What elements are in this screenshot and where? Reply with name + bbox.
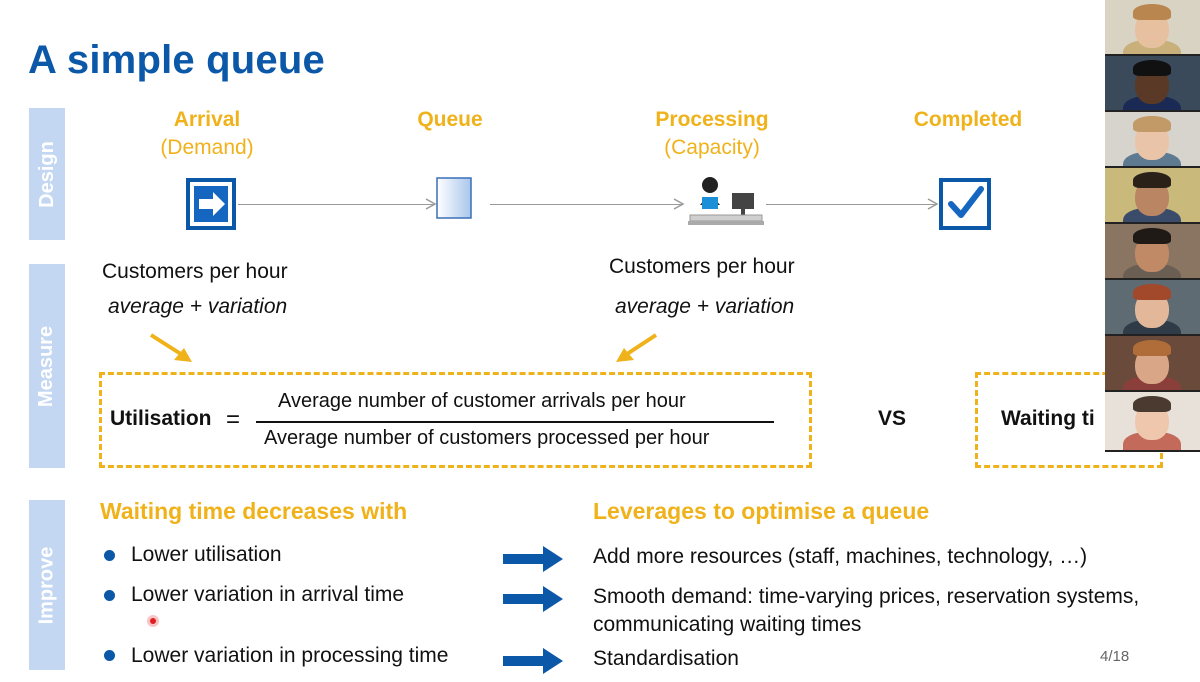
checkmark-icon (939, 178, 991, 230)
fraction-line (256, 421, 774, 423)
arrowhead-icon (425, 198, 437, 210)
stage-completed-label: Completed (913, 108, 1023, 131)
bullet-item: Lower variation in arrival time (131, 583, 405, 606)
arrow-right-icon (186, 178, 236, 230)
down-right-arrow-icon (149, 333, 192, 362)
right-arrow-icon (503, 648, 563, 674)
stage-queue-label: Queue (417, 108, 483, 131)
queue-box-icon (436, 177, 472, 219)
arrival-variation-label: average + variation (108, 295, 288, 318)
vs-label: VS (878, 407, 907, 430)
equals-sign: = (226, 406, 241, 433)
lever-item: Standardisation (593, 647, 739, 670)
stage-processing-label: Processing (655, 108, 769, 131)
processing-variation-label: average + variation (615, 295, 795, 318)
section-improve-band: Improve (29, 500, 65, 670)
arrowhead-icon (927, 198, 939, 210)
participant-video-tile[interactable] (1105, 392, 1200, 450)
arrival-rate-label: Customers per hour (102, 260, 288, 283)
desk-worker-icon (688, 177, 764, 225)
page-number: 4/18 (1100, 648, 1130, 665)
lever-item: Smooth demand: time-varying prices, rese… (593, 585, 1140, 608)
utilisation-formula-box (99, 372, 812, 468)
utilisation-label: Utilisation (110, 407, 212, 430)
participant-video-tile[interactable] (1105, 168, 1200, 222)
flow-connector (766, 204, 936, 205)
participant-video-tile[interactable] (1105, 56, 1200, 110)
stage-arrival-label: Arrival (173, 108, 241, 131)
leverages-heading: Leverages to optimise a queue (593, 498, 930, 524)
bullet-item: Lower utilisation (131, 543, 282, 566)
bullet-item: Lower variation in processing time (131, 644, 449, 667)
section-design-label: Design (35, 140, 58, 208)
waiting-time-label: Waiting ti (1001, 407, 1095, 430)
laser-pointer (147, 615, 159, 627)
bullet-dot (104, 650, 115, 661)
formula-numerator: Average number of customer arrivals per … (278, 390, 686, 412)
section-measure-band: Measure (29, 264, 65, 468)
participant-video-tile[interactable] (1105, 0, 1200, 54)
lever-item-continued: communicating waiting times (593, 613, 862, 636)
participant-video-tile[interactable] (1105, 112, 1200, 166)
bullet-dot (104, 550, 115, 561)
lever-item: Add more resources (staff, machines, tec… (593, 545, 1088, 568)
participant-video-tile[interactable] (1105, 336, 1200, 390)
section-improve-label: Improve (35, 546, 58, 624)
bullet-dot (104, 590, 115, 601)
waiting-time-heading: Waiting time decreases with (100, 498, 408, 524)
down-left-arrow-icon (616, 333, 658, 362)
processing-rate-label: Customers per hour (609, 255, 795, 278)
section-measure-label: Measure (35, 325, 58, 407)
flow-connector (238, 204, 434, 205)
participant-gallery[interactable] (1105, 0, 1200, 452)
arrowhead-icon (673, 198, 685, 210)
slide-title: A simple queue (28, 38, 325, 82)
formula-denominator: Average number of customers processed pe… (264, 427, 710, 449)
right-arrow-icon (503, 586, 563, 612)
section-design-band: Design (29, 108, 65, 240)
stage-processing-sub: (Capacity) (664, 136, 760, 159)
stage-arrival-sub: (Demand) (160, 136, 254, 159)
participant-video-tile[interactable] (1105, 280, 1200, 334)
participant-video-tile[interactable] (1105, 224, 1200, 278)
flow-connector (490, 204, 682, 205)
right-arrow-icon (503, 546, 563, 572)
